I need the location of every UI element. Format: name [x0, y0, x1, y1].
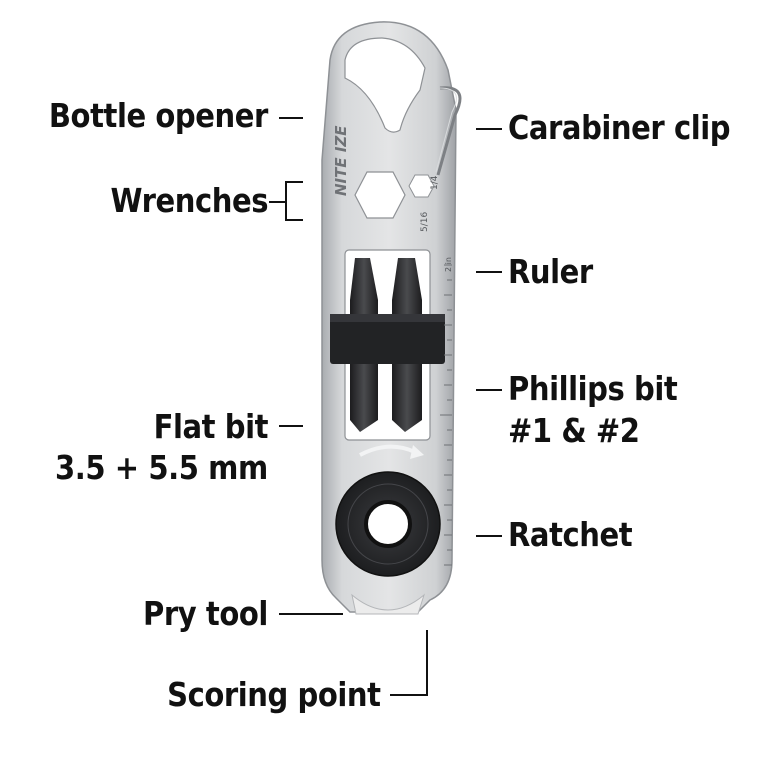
ratchet-socket [364, 500, 412, 548]
callout-ratchet: Ratchet [508, 515, 633, 554]
leader-scoring-point [390, 694, 428, 696]
ratchet-direction-arrow [359, 444, 416, 457]
bracket-wrenches [285, 181, 287, 221]
callout-pry-tool: Pry tool [143, 594, 268, 633]
ruler-ticks [440, 264, 452, 566]
callout-wrenches: Wrenches [110, 181, 268, 220]
callout-flat-bit-line1: Flat bit [153, 407, 269, 446]
leader-pry-tool [279, 613, 343, 615]
leader-wrenches [269, 201, 286, 203]
callout-phillips-bit-line2: #1 & #2 [508, 411, 640, 450]
pry-tool-tip [351, 593, 425, 615]
carabiner-wire [436, 86, 462, 176]
callout-ruler: Ruler [508, 252, 593, 291]
leader-flat-bit [279, 425, 303, 427]
leader-bottle-opener [279, 117, 303, 119]
callout-phillips-bit-line1: Phillips bit [508, 369, 678, 408]
callout-flat-bit-line2: 3.5 + 5.5 mm [55, 448, 268, 487]
wrench-size-five-sixteenths: 5/16 [420, 211, 430, 232]
leader-ratchet [476, 535, 502, 537]
callout-bottle-opener: Bottle opener [48, 96, 268, 135]
wrench-hole-large [354, 171, 406, 219]
leader-ruler [476, 271, 502, 273]
bottle-opener-cutout [344, 37, 426, 133]
leader-scoring-point-vertical [426, 630, 428, 696]
leader-phillips-bit [476, 389, 502, 391]
ruler-unit-label: 2 in [444, 257, 453, 272]
callout-scoring-point: Scoring point [167, 675, 382, 714]
bit-holder-band [330, 314, 445, 364]
callout-carabiner-clip: Carabiner clip [508, 108, 731, 147]
brand-logo: NITE IZE [332, 125, 350, 196]
wrench-hole-small [408, 174, 435, 198]
wrench-size-quarter: 1/4 [430, 175, 440, 190]
leader-carabiner-clip [476, 128, 502, 130]
